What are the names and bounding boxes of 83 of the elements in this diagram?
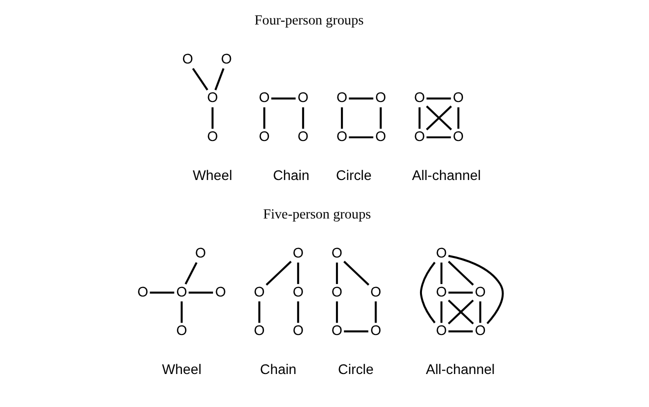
connector xyxy=(418,107,420,129)
connector xyxy=(348,136,373,138)
label: Chain xyxy=(272,166,309,183)
node-text: O xyxy=(206,128,218,144)
label: Wheel xyxy=(192,166,232,183)
connector xyxy=(426,98,450,100)
node-text: O xyxy=(474,322,486,338)
node-text: O xyxy=(136,283,148,300)
connector xyxy=(180,301,182,323)
node-text: O xyxy=(374,128,386,144)
connector xyxy=(340,107,342,129)
connector xyxy=(296,262,299,284)
node-text: O xyxy=(253,322,264,338)
connector xyxy=(184,262,197,284)
label: Circle xyxy=(338,360,374,377)
node-text: O xyxy=(206,89,218,106)
label: Five-person groups xyxy=(262,208,370,223)
node-text: O xyxy=(331,244,342,260)
connector xyxy=(448,254,504,324)
node-text: O xyxy=(452,128,464,144)
connector xyxy=(348,98,373,100)
connector xyxy=(262,107,265,129)
node-text: O xyxy=(292,283,304,300)
node-text: O xyxy=(436,322,446,338)
connector xyxy=(447,300,474,324)
connector xyxy=(192,68,208,91)
node-text: O xyxy=(474,283,486,300)
node-text: O xyxy=(414,89,424,106)
label: All-channel xyxy=(425,360,494,377)
connector xyxy=(456,107,459,129)
node-text: O xyxy=(176,283,187,300)
connector xyxy=(440,262,442,284)
node-text: O xyxy=(292,322,304,338)
connector xyxy=(258,301,260,323)
node-text: O xyxy=(370,322,381,338)
node-text: O xyxy=(258,89,270,106)
node-text: O xyxy=(374,89,386,106)
connector xyxy=(374,301,376,323)
connector xyxy=(425,106,452,130)
node-text: O xyxy=(176,322,187,338)
connector xyxy=(188,292,213,294)
node-text: O xyxy=(414,128,424,144)
node-text: O xyxy=(297,89,308,106)
connector xyxy=(342,260,369,286)
label: Wheel xyxy=(161,360,201,377)
connector xyxy=(440,301,442,323)
connector xyxy=(302,107,304,129)
connector xyxy=(426,136,450,138)
node-text: O xyxy=(436,283,446,300)
label: All-channel xyxy=(411,166,480,183)
connector xyxy=(335,301,338,323)
connector xyxy=(296,301,299,323)
node-text: O xyxy=(370,283,381,300)
connector xyxy=(149,292,174,294)
node-text: O xyxy=(194,244,206,260)
node-text: O xyxy=(297,128,308,144)
node-text: O xyxy=(253,283,264,300)
connector xyxy=(335,262,338,284)
node-text: O xyxy=(220,50,232,66)
label: Four-person groups xyxy=(254,14,364,29)
node-text: O xyxy=(336,89,347,106)
node-text: O xyxy=(452,89,464,106)
connector xyxy=(379,107,382,129)
connector xyxy=(265,260,292,286)
connector xyxy=(447,260,474,286)
node-text: O xyxy=(436,244,446,260)
node-text: O xyxy=(331,283,342,300)
node-text: O xyxy=(336,128,347,144)
connector xyxy=(478,301,481,323)
connector xyxy=(448,330,472,332)
connector xyxy=(448,292,472,294)
label: Chain xyxy=(260,360,296,377)
connector xyxy=(211,107,214,129)
node-text: O xyxy=(292,244,304,260)
label: Circle xyxy=(336,166,372,183)
node-text: O xyxy=(214,283,226,300)
node-text: O xyxy=(258,128,270,144)
connector xyxy=(270,98,296,100)
node-text: O xyxy=(331,322,342,338)
connector xyxy=(214,68,224,90)
connector xyxy=(343,330,368,332)
connector xyxy=(419,262,436,324)
node-text: O xyxy=(182,50,193,66)
